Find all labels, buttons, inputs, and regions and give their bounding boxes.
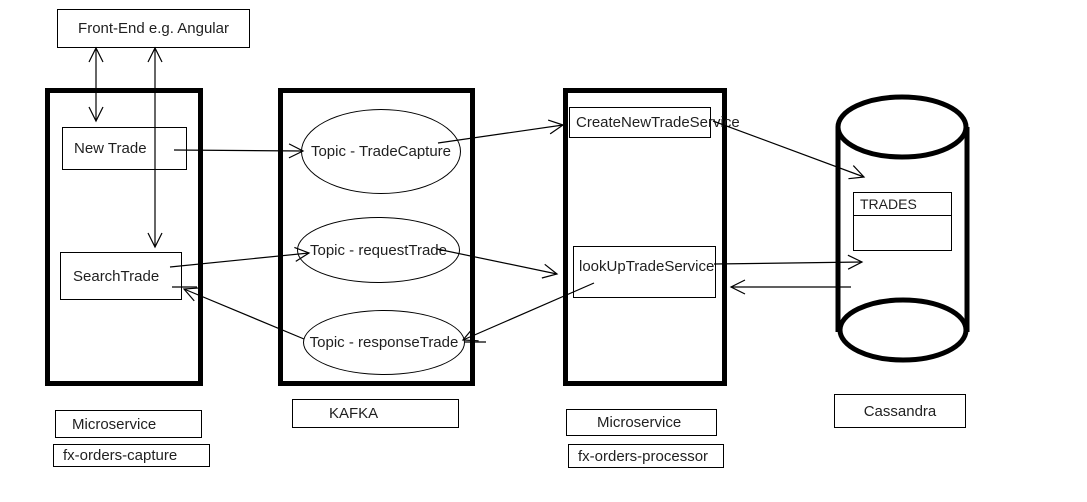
create-new-trade-service-label: CreateNewTradeService <box>576 114 740 131</box>
topic-request-trade-ellipse: Topic - requestTrade <box>297 217 460 283</box>
fx-orders-processor-label-box: fx-orders-processor <box>568 444 724 468</box>
cassandra-label-box: Cassandra <box>834 394 966 428</box>
create-new-trade-service-box: CreateNewTradeService <box>569 107 740 138</box>
fx-orders-capture-label: fx-orders-capture <box>63 447 178 464</box>
trades-table-empty-row <box>854 216 951 250</box>
capture-microservice-label: Microservice <box>72 415 157 433</box>
topic-response-trade-label: Topic - responseTrade <box>309 334 459 351</box>
lookup-trade-service-label: lookUpTradeService <box>579 258 715 275</box>
lookup-trade-service-box: lookUpTradeService <box>573 246 716 298</box>
search-trade-label: SearchTrade <box>73 267 160 285</box>
cassandra-label: Cassandra <box>863 402 937 420</box>
processor-microservice-label: Microservice <box>597 414 682 431</box>
cylinder-top-ellipse <box>835 94 969 160</box>
arrow-lookupservice-to-cassandra <box>713 254 864 270</box>
topic-response-trade-ellipse: Topic - responseTrade <box>303 310 465 375</box>
trades-table-name: TRADES <box>860 196 917 212</box>
new-trade-label: New Trade <box>74 140 147 157</box>
front-end-box: Front-End e.g. Angular <box>57 9 250 48</box>
capture-microservice-label-box: Microservice <box>55 410 202 438</box>
topic-request-trade-label: Topic - requestTrade <box>309 241 447 259</box>
kafka-label-box: KAFKA <box>292 399 459 428</box>
processor-microservice-label-box: Microservice <box>566 409 717 436</box>
fx-orders-capture-label-box: fx-orders-capture <box>53 444 210 467</box>
topic-trade-capture-ellipse: Topic - TradeCapture <box>301 109 461 194</box>
front-end-label: Front-End e.g. Angular <box>78 20 229 37</box>
cylinder-bottom-ellipse <box>837 297 969 363</box>
fx-orders-processor-label: fx-orders-processor <box>578 447 709 465</box>
new-trade-box: New Trade <box>62 127 187 170</box>
trades-table-header: TRADES <box>854 193 951 216</box>
trades-table: TRADES <box>853 192 952 251</box>
topic-trade-capture-label: Topic - TradeCapture <box>310 143 452 160</box>
search-trade-box: SearchTrade <box>60 252 182 300</box>
kafka-label: KAFKA <box>329 405 379 422</box>
